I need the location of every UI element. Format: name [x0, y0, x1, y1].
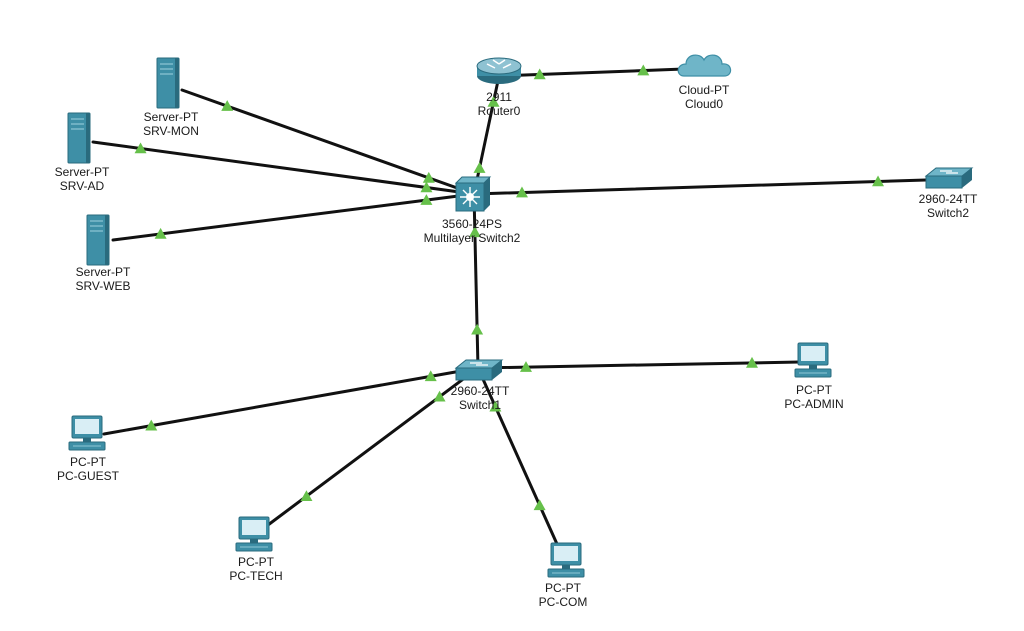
switch2-device[interactable] — [925, 167, 973, 189]
switch1-device[interactable] — [455, 359, 503, 381]
link-light-pc_tech-end — [300, 490, 313, 502]
link-mls2-switch2[interactable] — [472, 178, 928, 196]
srv-mon-device[interactable] — [156, 57, 180, 109]
pc-icon — [68, 415, 106, 451]
link-light-switch1-end — [424, 370, 437, 382]
pc-icon — [794, 342, 832, 378]
server-icon — [67, 112, 91, 164]
link-light-mls2-end — [420, 194, 433, 205]
pc-admin-device[interactable] — [794, 342, 832, 378]
server-icon — [156, 57, 180, 109]
link-light-router0-end — [533, 68, 546, 80]
cloud0-name-label: Cloud0 — [685, 97, 723, 111]
server-icon — [86, 214, 110, 266]
pc-admin-name-label: PC-ADMIN — [784, 397, 843, 411]
link-switch1-pc_guest[interactable] — [102, 366, 480, 436]
pc-tech-device[interactable] — [235, 516, 273, 552]
pc-com-name-label: PC-COM — [539, 595, 588, 609]
link-light-mls2-end — [422, 171, 435, 183]
link-switch1-pc_com[interactable] — [476, 366, 559, 546]
link-light-mls2-end — [515, 186, 528, 198]
link-status-lights — [134, 64, 885, 511]
link-light-pc_admin-end — [746, 356, 759, 368]
pc-guest-device[interactable] — [68, 415, 106, 451]
link-light-srv_ad-end — [134, 142, 147, 154]
link-light-switch1-end — [519, 361, 532, 372]
link-light-switch1-end — [471, 323, 484, 335]
link-switch1-pc_admin[interactable] — [476, 360, 802, 370]
mls2-name-label: Multilayer Switch2 — [424, 231, 521, 245]
router0-type-label: 2911 — [486, 90, 512, 104]
pc-guest-name-label: PC-GUEST — [57, 469, 120, 483]
router0-device[interactable] — [476, 57, 522, 85]
multilayer-switch2-device[interactable] — [455, 176, 491, 212]
switch-icon — [455, 359, 503, 381]
cloud0-device[interactable] — [677, 54, 732, 77]
srv-ad-device[interactable] — [67, 112, 91, 164]
link-light-pc_guest-end — [145, 419, 158, 431]
router-icon — [476, 57, 522, 85]
link-light-switch1-end — [489, 400, 502, 412]
link-light-switch2-end — [872, 175, 885, 187]
pc-icon — [235, 516, 273, 552]
link-light-srv_mon-end — [221, 100, 234, 111]
pc-tech-type-label: PC-PT — [238, 555, 275, 569]
link-switch1-mls2[interactable] — [472, 192, 480, 370]
pc-guest-type-label: PC-PT — [70, 455, 107, 469]
link-light-mls2-end — [468, 226, 481, 238]
link-light-cloud0-end — [637, 64, 650, 76]
link-mls2-router0[interactable] — [472, 74, 501, 196]
link-light-mls2-end — [473, 162, 486, 173]
mls2-type-label: 3560-24PS — [442, 217, 502, 231]
cloud0-type-label: Cloud-PT — [679, 83, 730, 97]
link-mls2-srv_web[interactable] — [111, 192, 476, 242]
srv-ad-type-label: Server-PT — [55, 165, 110, 179]
srv-web-device[interactable] — [86, 214, 110, 266]
srv-web-name-label: SRV-WEB — [75, 279, 130, 293]
link-mls2-srv_ad[interactable] — [91, 140, 476, 196]
pc-icon — [547, 542, 585, 578]
links-layer — [91, 67, 928, 546]
switch1-name-label: Switch1 — [459, 398, 501, 412]
pc-com-device[interactable] — [547, 542, 585, 578]
pc-tech-name-label: PC-TECH — [229, 569, 282, 583]
link-light-switch1-end — [433, 390, 446, 402]
switch2-type-label: 2960-24TT — [919, 192, 978, 206]
link-light-mls2-end — [420, 181, 433, 193]
switch-icon — [925, 167, 973, 189]
link-router0-cloud0[interactable] — [497, 67, 686, 78]
multilayer-switch-icon — [455, 176, 491, 212]
srv-mon-name-label: SRV-MON — [143, 124, 199, 138]
switch2-name-label: Switch2 — [927, 206, 969, 220]
cloud-icon — [677, 54, 732, 77]
link-light-srv_web-end — [154, 227, 167, 239]
pc-admin-type-label: PC-PT — [796, 383, 833, 397]
link-light-router0-end — [487, 95, 500, 107]
srv-web-type-label: Server-PT — [76, 265, 131, 279]
link-switch1-pc_tech[interactable] — [266, 366, 480, 527]
link-light-pc_com-end — [533, 499, 546, 511]
router0-name-label: Router0 — [478, 104, 521, 118]
srv-ad-name-label: SRV-AD — [60, 179, 105, 193]
pc-com-type-label: PC-PT — [545, 581, 582, 595]
switch1-type-label: 2960-24TT — [451, 384, 510, 398]
srv-mon-type-label: Server-PT — [144, 110, 199, 124]
